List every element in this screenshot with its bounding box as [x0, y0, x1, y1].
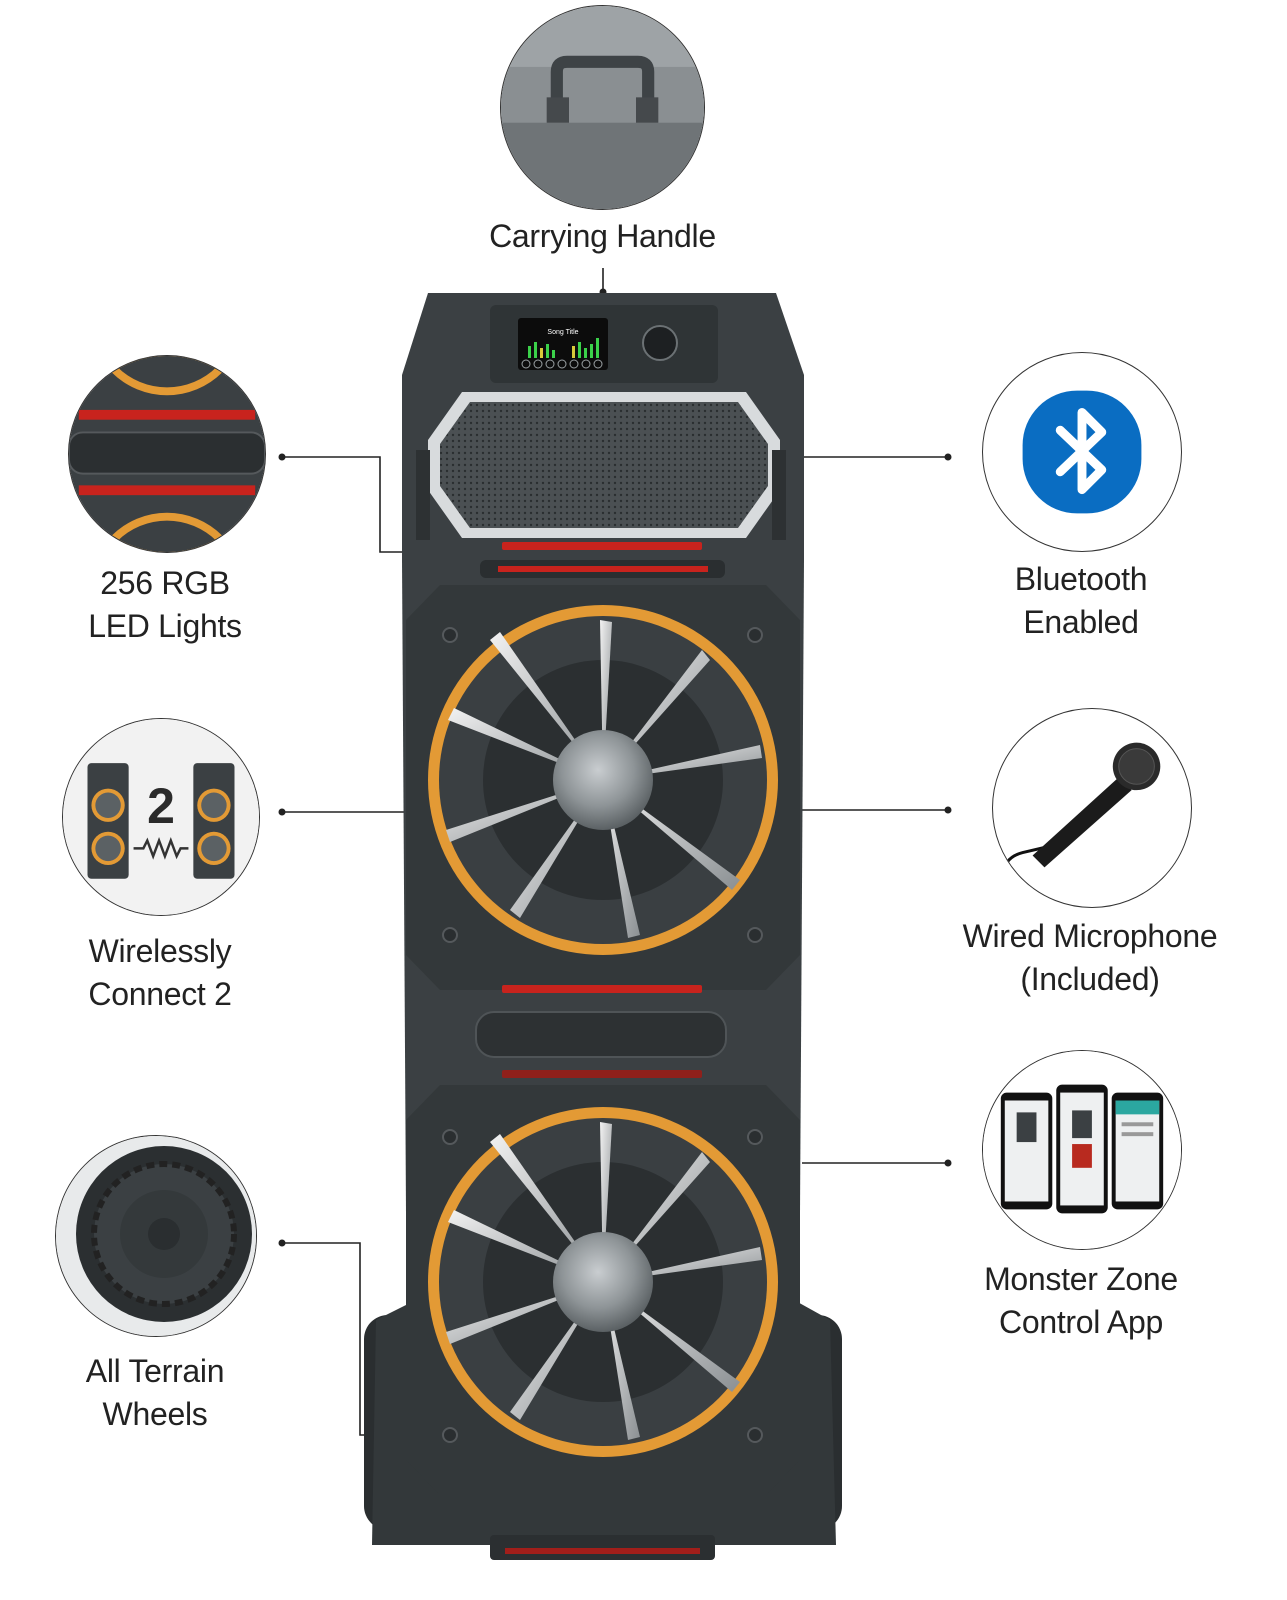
- microphone-label-line1: Wired Microphone: [962, 918, 1218, 954]
- bluetooth-icon: [1022, 390, 1142, 514]
- volume-knob: [642, 325, 678, 361]
- handle-detail-circle: [500, 5, 705, 210]
- app-label-line2: Control App: [999, 1304, 1163, 1340]
- wheels-label: All Terrain Wheels: [30, 1350, 280, 1436]
- app-detail-circle: [982, 1050, 1182, 1250]
- microphone-detail-circle: [992, 708, 1192, 908]
- led-label: 256 RGB LED Lights: [40, 562, 290, 648]
- bluetooth-label: Bluetooth Enabled: [950, 558, 1212, 644]
- microphone-label-line2: (Included): [1020, 961, 1160, 997]
- wireless-label: Wirelessly Connect 2: [35, 930, 285, 1016]
- wireless-label-line2: Connect 2: [88, 976, 232, 1012]
- led-detail-circle: [68, 355, 266, 553]
- handle-label: Carrying Handle: [489, 218, 716, 254]
- handle-icon: [501, 6, 704, 209]
- phone-app-icon: [983, 1051, 1181, 1249]
- led-strip-icon: [69, 356, 265, 552]
- screen-song-title: Song Title: [547, 329, 578, 336]
- wheels-label-line1: All Terrain: [85, 1353, 225, 1389]
- microphone-icon: [1001, 742, 1161, 878]
- wireless-badge: 2: [147, 778, 175, 834]
- wheel-icon: [56, 1136, 256, 1336]
- bluetooth-label-line2: Enabled: [1023, 604, 1139, 640]
- wireless-detail-circle: 2: [62, 718, 260, 916]
- app-label-line1: Monster Zone: [984, 1261, 1178, 1297]
- bluetooth-detail-circle: [982, 352, 1182, 552]
- wheels-label-line2: Wheels: [102, 1396, 208, 1432]
- wireless-label-line1: Wirelessly: [88, 933, 232, 969]
- microphone-label: Wired Microphone (Included): [940, 915, 1240, 1001]
- bluetooth-label-line1: Bluetooth: [1014, 561, 1148, 597]
- equalizer-bars: [528, 338, 599, 358]
- wheel-detail-circle: [55, 1135, 257, 1337]
- led-label-line1: 256 RGB: [100, 565, 230, 601]
- led-label-line2: LED Lights: [88, 608, 242, 644]
- dual-speaker-icon: [63, 719, 259, 915]
- app-label: Monster Zone Control App: [950, 1258, 1212, 1344]
